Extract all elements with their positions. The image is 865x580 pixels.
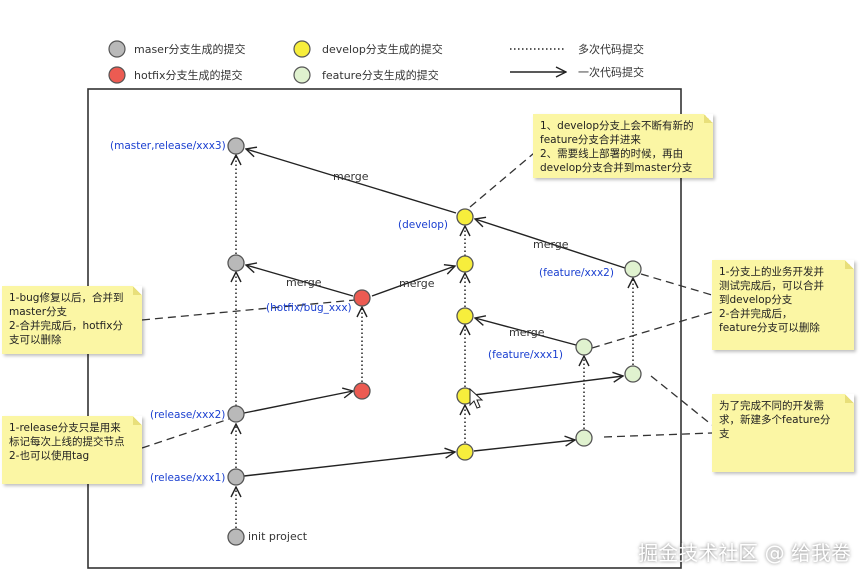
commit-hotfix-2 bbox=[353, 289, 371, 307]
commit-develop-3 bbox=[456, 307, 474, 325]
merge-label-hotfix-develop: merge bbox=[399, 277, 435, 290]
commit-feature-2 bbox=[624, 260, 642, 278]
commit-feature-2-base bbox=[624, 365, 642, 383]
label-master-release-3: (master,release/xxx3) bbox=[110, 140, 226, 152]
note-feature: 1-分支上的业务开发并 测试完成后，可以合并 到develop分支 2-合并完成… bbox=[712, 260, 854, 350]
legend-hotfix-label: hotfix分支生成的提交 bbox=[134, 68, 242, 82]
legend-master-dot bbox=[108, 40, 126, 58]
label-init-project: init project bbox=[248, 530, 308, 543]
commit-init bbox=[227, 528, 245, 546]
commit-release-1 bbox=[227, 468, 245, 486]
merge-feature1-to-develop bbox=[475, 318, 577, 346]
legend-feature-label: feature分支生成的提交 bbox=[322, 68, 439, 82]
commit-master-release-3 bbox=[227, 137, 245, 155]
label-hotfix: (hotfix/bug_xxx) bbox=[266, 302, 352, 314]
commit-feature-new bbox=[575, 429, 593, 447]
merge-label-feature1-develop: merge bbox=[509, 326, 545, 339]
merge-feature2-to-develop bbox=[475, 219, 626, 269]
merge-label-feature2-develop: merge bbox=[533, 238, 569, 251]
note-develop: 1、develop分支上会不断有新的 feature分支合并进来 2、需要线上部… bbox=[533, 114, 713, 178]
label-develop: (develop) bbox=[398, 219, 448, 231]
merge-label-develop-master: merge bbox=[333, 170, 369, 183]
arrow-develop-to-feature-new bbox=[473, 440, 575, 452]
arrow-develop-to-feature1 bbox=[473, 376, 623, 396]
watermark: 掘金技术社区 @ 给我卷 bbox=[638, 541, 851, 565]
arrow-release2-to-hotfix bbox=[243, 391, 353, 414]
note-hotfix: 1-bug修复以后，合并到 master分支 2-合并完成后，hotfix分 支… bbox=[2, 286, 142, 354]
note-release: 1-release分支只是用来 标记每次上线的提交节点 2-也可以使用tag bbox=[2, 416, 142, 484]
legend-hotfix-dot bbox=[108, 66, 126, 84]
commit-master-mid bbox=[227, 254, 245, 272]
legend: maser分支生成的提交 hotfix分支生成的提交 develop分支生成的提… bbox=[108, 40, 644, 84]
mouse-cursor-icon bbox=[469, 387, 484, 409]
dotted-commit-lines bbox=[236, 155, 633, 528]
legend-feature-dot bbox=[293, 66, 311, 84]
commit-develop-head bbox=[456, 208, 474, 226]
commit-develop-1 bbox=[456, 443, 474, 461]
arrow-release1-to-develop bbox=[243, 452, 455, 477]
legend-master-label: maser分支生成的提交 bbox=[134, 42, 245, 56]
label-feature-1: (feature/xxx1) bbox=[488, 349, 563, 361]
label-feature-2: (feature/xxx2) bbox=[539, 267, 614, 279]
note-feature-new: 为了完成不同的开发需 求，新建多个feature分 支 bbox=[712, 394, 854, 472]
merge-lines bbox=[246, 149, 626, 346]
commit-feature-1 bbox=[575, 338, 593, 356]
legend-develop-label: develop分支生成的提交 bbox=[322, 42, 443, 56]
note-connectors bbox=[141, 147, 713, 449]
label-release-1: (release/xxx1) bbox=[150, 472, 225, 484]
merge-develop-to-master bbox=[246, 149, 457, 214]
commit-hotfix-1 bbox=[353, 382, 371, 400]
solid-commit-lines bbox=[243, 376, 623, 477]
commit-nodes bbox=[227, 137, 642, 546]
merge-hotfix-to-develop bbox=[371, 266, 455, 297]
commit-release-2 bbox=[227, 405, 245, 423]
merge-hotfix-to-master bbox=[246, 265, 354, 297]
legend-develop-dot bbox=[293, 40, 311, 58]
label-release-2: (release/xxx2) bbox=[150, 409, 225, 421]
legend-solid-label: 一次代码提交 bbox=[578, 65, 644, 79]
legend-dotted-label: 多次代码提交 bbox=[578, 42, 644, 56]
merge-label-hotfix-master: merge bbox=[286, 276, 322, 289]
commit-develop-4 bbox=[456, 255, 474, 273]
